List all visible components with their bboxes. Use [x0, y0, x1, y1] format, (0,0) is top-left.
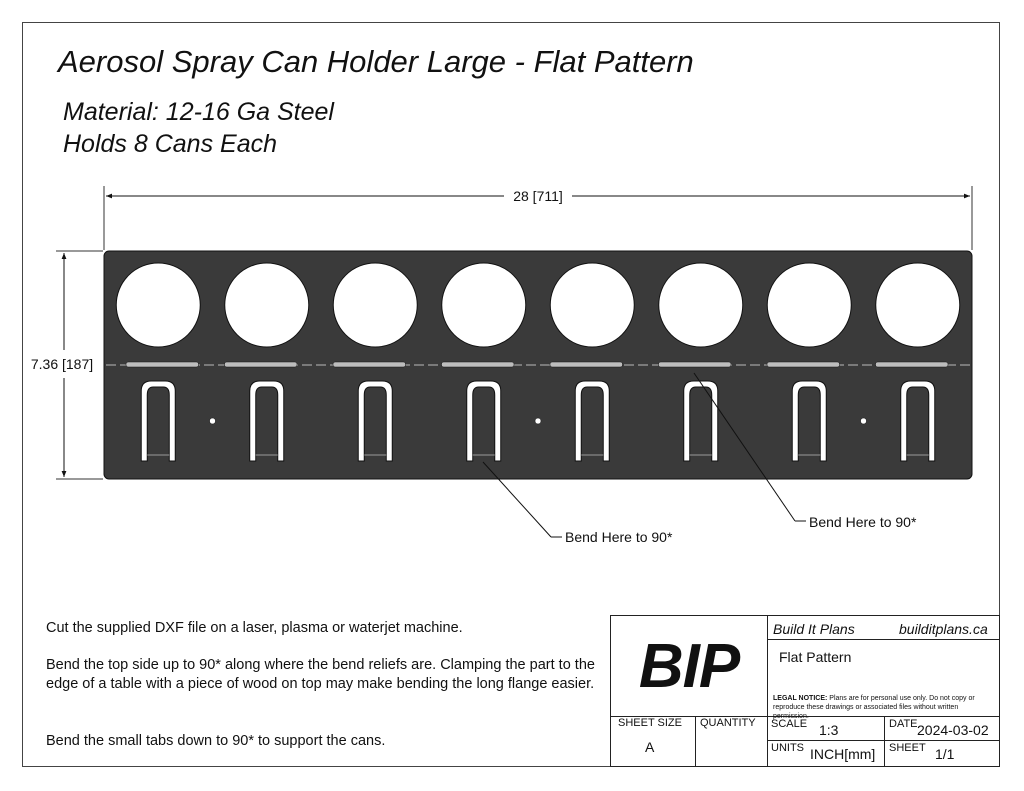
sheet-label: SHEET	[889, 742, 926, 754]
bend-relief-slot	[441, 361, 515, 368]
drawing-title: Aerosol Spray Can Holder Large - Flat Pa…	[58, 44, 694, 79]
instruction-bend-tabs: Bend the small tabs down to 90* to suppo…	[46, 733, 386, 749]
scale-value: 1:3	[819, 722, 839, 738]
bend-callout-left-label: Bend Here to 90*	[565, 529, 673, 545]
steel-plate	[103, 250, 973, 480]
bend-callout-right-label: Bend Here to 90*	[809, 514, 917, 530]
can-hole	[658, 262, 744, 348]
company-website: builditplans.ca	[899, 621, 988, 637]
legal-notice-label: LEGAL NOTICE:	[773, 695, 828, 702]
sheet-title: Flat Pattern	[779, 649, 852, 665]
support-tab-cutout	[140, 380, 176, 462]
width-dimension-label: 28 [711]	[513, 188, 563, 204]
bend-relief-slot	[658, 361, 732, 368]
title-block: BIP Build It Plans builditplans.ca Flat …	[610, 615, 1000, 767]
legal-notice-text: Plans are for personal use only. Do not …	[773, 695, 975, 720]
support-tab-cutout	[249, 380, 285, 462]
sheet-size-label: SHEET SIZE	[618, 717, 682, 729]
support-tab-cutout	[357, 380, 393, 462]
scale-label: SCALE	[771, 718, 808, 730]
mount-hole	[209, 417, 216, 425]
bend-callout-left: Bend Here to 90*	[482, 461, 673, 545]
height-dimension-label: 7.36 [187]	[31, 356, 93, 372]
bend-relief-slot	[875, 361, 949, 368]
bend-relief-slot	[125, 361, 199, 368]
width-dimension: 28 [711]	[103, 186, 973, 250]
mount-hole	[860, 417, 867, 425]
support-tab-cutout	[683, 380, 719, 462]
sheet-border	[22, 22, 1000, 767]
can-hole	[115, 262, 201, 348]
material-spec: Material: 12-16 Ga Steel	[63, 98, 334, 126]
support-tab-cutout	[900, 380, 936, 462]
bend-relief-slot	[766, 361, 840, 368]
can-hole	[875, 262, 961, 348]
support-tab-cutout	[466, 380, 502, 462]
bip-logo: BIP	[638, 631, 740, 701]
can-hole	[332, 262, 418, 348]
bend-callout-right: Bend Here to 90*	[693, 372, 917, 530]
height-dimension: 7.36 [187]	[31, 250, 103, 480]
company-name: Build It Plans	[773, 621, 855, 637]
bend-relief-slot	[224, 361, 298, 368]
can-hole	[441, 262, 527, 348]
can-hole	[224, 262, 310, 348]
can-hole	[766, 262, 852, 348]
instruction-cut: Cut the supplied DXF file on a laser, pl…	[46, 620, 463, 636]
bend-relief-slot	[332, 361, 406, 368]
date-label: DATE	[889, 718, 918, 730]
date-value: 2024-03-02	[917, 722, 989, 738]
units-value: INCH[mm]	[810, 746, 876, 762]
sheet-value: 1/1	[935, 746, 955, 762]
mount-hole	[534, 417, 542, 425]
sheet-size-value: A	[645, 739, 655, 755]
support-tab-cutout	[574, 380, 610, 462]
can-hole	[549, 262, 635, 348]
units-label: UNITS	[771, 742, 804, 754]
bend-relief-slot	[549, 361, 623, 368]
quantity-label: QUANTITY	[700, 717, 756, 729]
support-tab-cutout	[791, 380, 827, 462]
legal-notice: LEGAL NOTICE: Plans are for personal use…	[773, 694, 995, 721]
instruction-bend-top: Bend the top side up to 90* along where …	[46, 657, 595, 692]
capacity-spec: Holds 8 Cans Each	[63, 130, 278, 158]
